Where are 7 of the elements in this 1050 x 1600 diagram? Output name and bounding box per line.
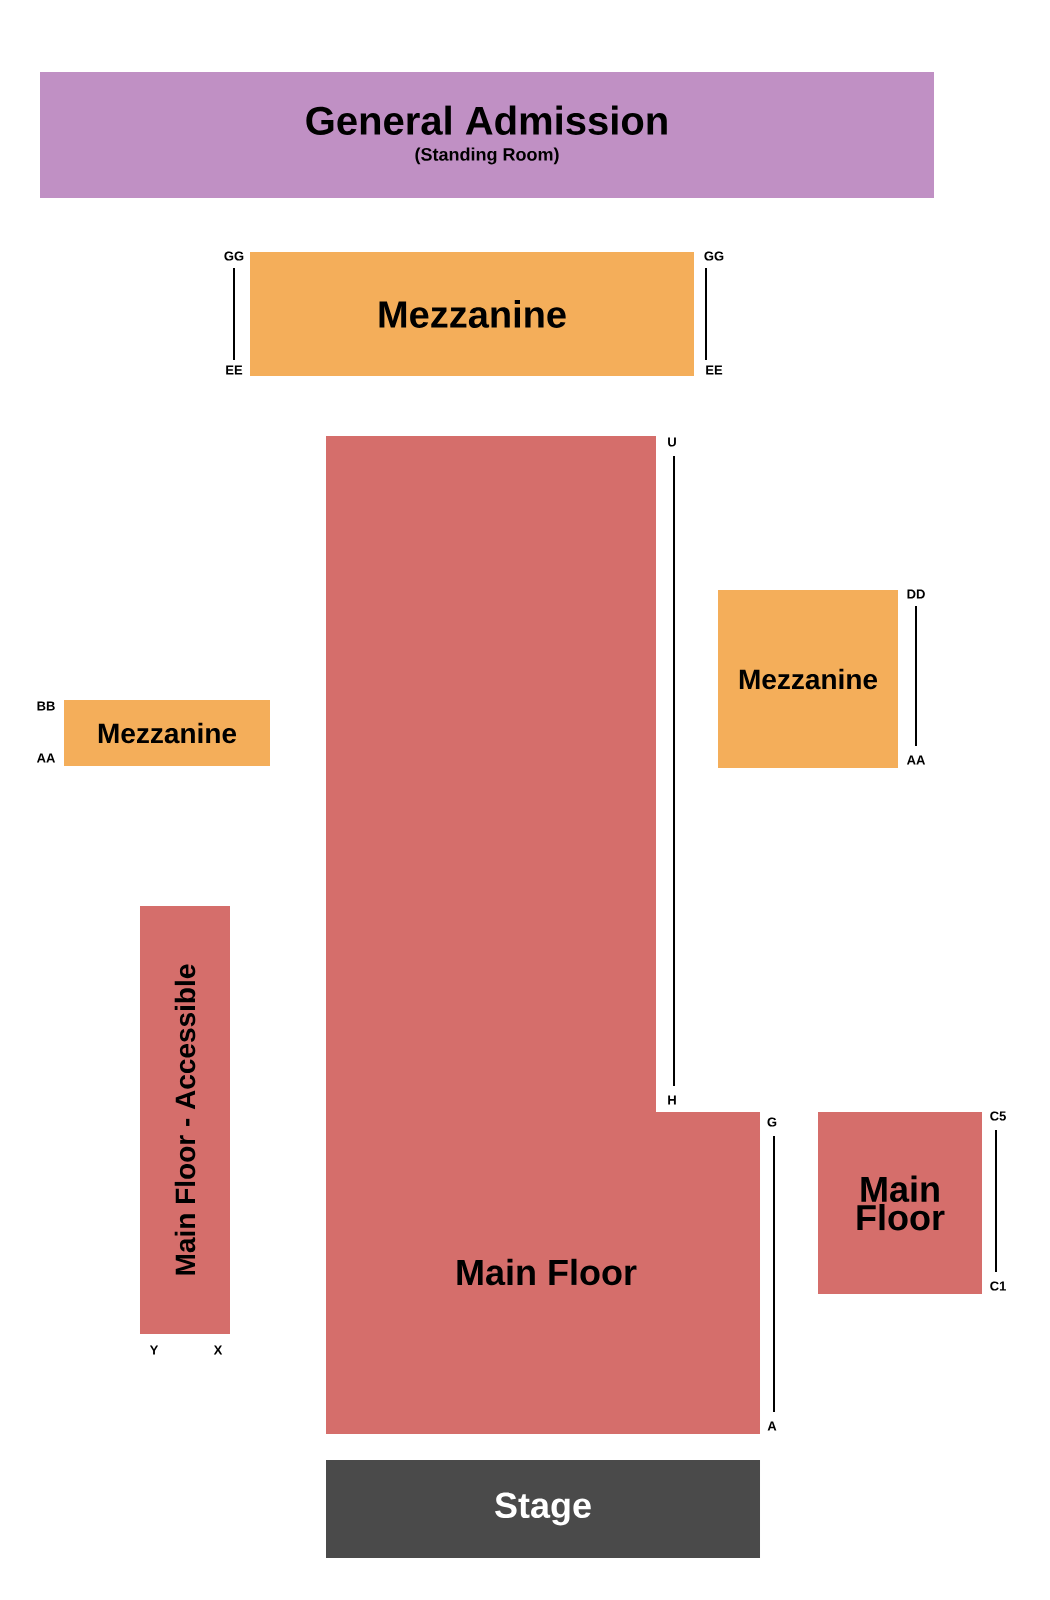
stage-block: Stage [326,1460,760,1558]
seating-section: Mezzanine [64,700,270,766]
seating-section: Main Floor - Accessible [140,906,230,1334]
standing-area: General Admission (Standing Room) [40,72,934,198]
seating-section: Mezzanine [718,590,898,768]
seating-section: Main Floor [818,1112,982,1294]
seating-section: Mezzanine [250,252,694,376]
